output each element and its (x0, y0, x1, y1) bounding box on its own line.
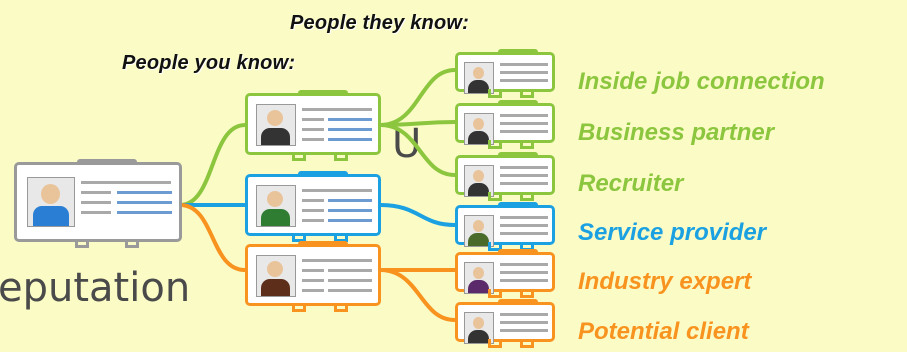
connector-blue-1 (378, 203, 457, 227)
header-people-they-know: People they know: (290, 12, 469, 34)
contact-card-service-provider (455, 202, 555, 251)
contact-card-industry-expert (455, 249, 555, 298)
profile-card-you (14, 159, 182, 248)
profile-card-green (245, 90, 381, 161)
slide-text-fragment-2: eputation (0, 265, 191, 311)
label-potential-client: Potential client (578, 318, 749, 345)
label-service-provider: Service provider (578, 219, 767, 246)
contact-card-recruiter (455, 152, 555, 201)
connector-orange-2 (378, 268, 457, 322)
connector-you-to-green (178, 123, 247, 207)
connector-green-3 (378, 123, 457, 177)
contact-card-potential-client (455, 299, 555, 348)
header-people-you-know: People you know: (122, 52, 296, 74)
contact-card-business-partner (455, 100, 555, 149)
connector-green-1 (378, 68, 457, 127)
label-industry-expert: Industry expert (578, 268, 752, 295)
profile-card-blue (245, 171, 381, 242)
label-recruiter: Recruiter (578, 170, 684, 197)
profile-card-orange (245, 241, 381, 312)
label-business-partner: Business partner (578, 119, 775, 146)
connector-you-to-orange (178, 203, 247, 272)
label-inside-job-connection: Inside job connection (578, 68, 825, 95)
contact-card-inside-job (455, 49, 555, 98)
